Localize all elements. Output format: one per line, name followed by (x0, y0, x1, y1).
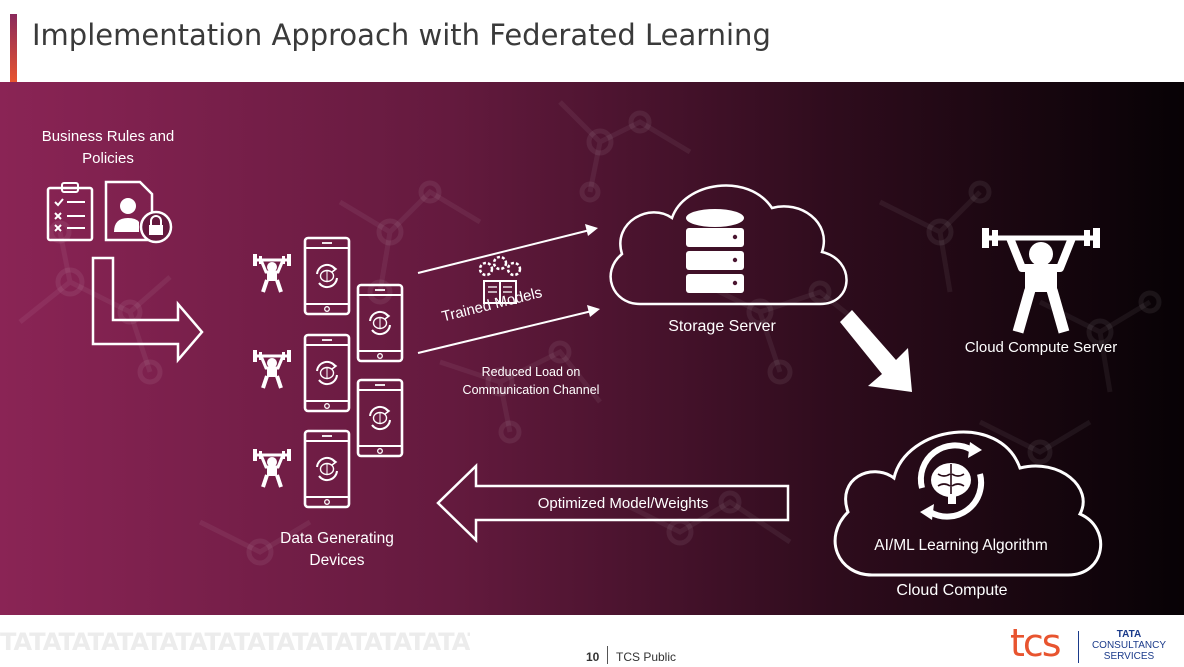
devices-label-line1: Data Generating (280, 530, 394, 547)
classification-label: TCS Public (616, 650, 677, 664)
brand-line2: CONSULTANCY (1091, 640, 1167, 651)
storage-cloud-outline (609, 184, 848, 306)
cloud-compute-outline (833, 430, 1103, 577)
storage-to-cloud-arrow (840, 310, 912, 392)
brain-cycle-icon (917, 442, 985, 520)
optimized-model-label: Optimized Model/Weights (537, 495, 709, 512)
smartphone-brain-icon (356, 283, 404, 363)
logo-divider (1078, 631, 1079, 663)
business-rules-label: Business Rules and Policies (36, 126, 180, 170)
reduced-load-line1: Reduced Load on (481, 365, 581, 379)
algorithm-label: AI/ML Learning Algorithm (874, 537, 1048, 554)
cloud-compute-server-label: Cloud Compute Server (964, 339, 1118, 356)
title-bar: Implementation Approach with Federated L… (0, 0, 1184, 82)
devices-label-line2: Devices (309, 552, 365, 569)
optimized-model-arrow (436, 463, 790, 543)
upload-arrow-top (417, 224, 598, 274)
database-icon (686, 209, 744, 293)
rules-to-devices-arrow (91, 256, 204, 364)
smartphone-brain-icon (356, 378, 404, 458)
cloud-compute-label: Cloud Compute (896, 582, 1008, 599)
brand-line3: SERVICES (1103, 651, 1155, 662)
smartphone-brain-icon (303, 333, 351, 413)
footer-separator (607, 646, 608, 664)
brand-line1: TATA (1116, 629, 1142, 640)
weightlifter-icon (251, 447, 293, 489)
gears-book-icon (478, 255, 522, 304)
reduced-load-line2: Communication Channel (462, 383, 600, 397)
weightlifter-icon (251, 348, 293, 390)
checklist-icon (46, 182, 94, 242)
secure-user-document-icon (104, 180, 173, 244)
tata-pattern-strip: TATATATATATATATATATATATATATATATATATATATA (0, 628, 470, 656)
diagram-panel: Business Rules and Policies Trained Mode… (0, 82, 1184, 615)
smartphone-brain-icon (303, 429, 351, 509)
tcs-logo: tcs TATA CONSULTANCY SERVICES (1010, 621, 1184, 667)
business-rules-label-line1: Business Rules and (41, 128, 175, 145)
business-rules-label-line2: Policies (82, 150, 134, 167)
page-number: 10 (586, 650, 600, 664)
storage-server-label: Storage Server (668, 318, 776, 335)
network-background (18, 100, 1162, 566)
diagram-canvas (18, 100, 1162, 577)
title-accent-bar (10, 14, 17, 82)
slide-title: Implementation Approach with Federated L… (32, 18, 771, 52)
tata-consultancy-brand: TATA CONSULTANCY SERVICES (1084, 629, 1174, 662)
devices-label: Data Generating Devices (262, 528, 412, 572)
weightlifter-icon (251, 252, 293, 294)
reduced-load-label: Reduced Load on Communication Channel (450, 363, 612, 399)
upload-arrow-bottom (417, 305, 600, 354)
smartphone-brain-icon (303, 236, 351, 316)
tcs-wordmark: tcs (1010, 621, 1062, 665)
cloud-compute-server-icon (982, 228, 1100, 334)
